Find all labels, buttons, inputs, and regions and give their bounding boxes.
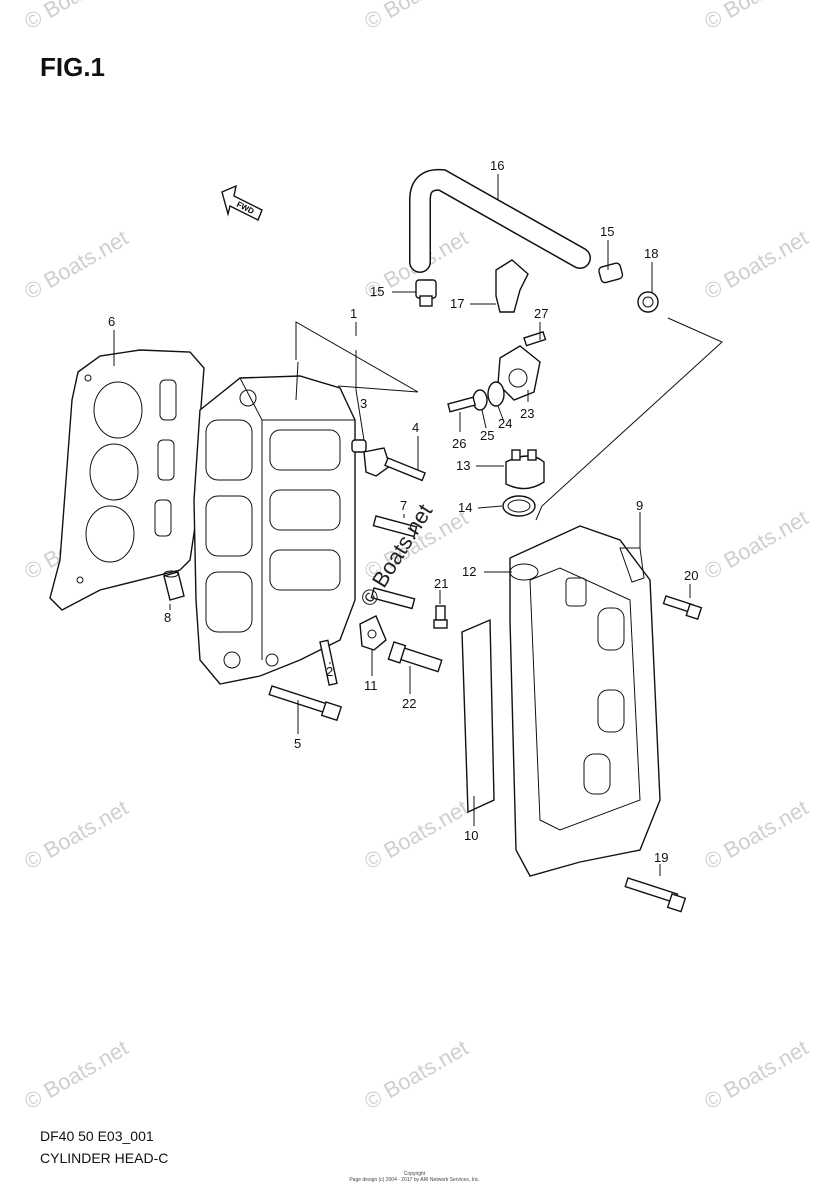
part-11-plate bbox=[359, 615, 387, 651]
callout-19: 19 bbox=[654, 850, 668, 865]
callout-25: 25 bbox=[480, 428, 494, 443]
callout-18: 18 bbox=[644, 246, 658, 261]
part-19-bolt bbox=[624, 877, 687, 913]
copyright-line-2: Page design (c) 2004 - 2017 by ARI Netwo… bbox=[349, 1177, 480, 1183]
part-13-oil-cap bbox=[505, 449, 545, 490]
callout-12: 12 bbox=[462, 564, 476, 579]
callout-21: 21 bbox=[434, 576, 448, 591]
part-4-bracket bbox=[363, 447, 426, 482]
watermark-text: © Boats.net bbox=[700, 795, 812, 874]
callout-10: 10 bbox=[464, 828, 478, 843]
callout-15a: 15 bbox=[370, 284, 384, 299]
part-6-head-gasket bbox=[49, 349, 205, 611]
part-1-cylinder-head bbox=[193, 375, 356, 685]
callout-14: 14 bbox=[458, 500, 472, 515]
callout-27: 27 bbox=[534, 306, 548, 321]
part-26-bolt bbox=[447, 396, 477, 413]
callout-5: 5 bbox=[294, 736, 301, 751]
part-18-clamp bbox=[637, 291, 659, 313]
callout-11: 11 bbox=[364, 678, 378, 693]
watermark-text: © Boats.net bbox=[20, 0, 132, 34]
watermark-text: © Boats.net bbox=[360, 1035, 472, 1114]
callout-17: 17 bbox=[450, 296, 464, 311]
fwd-arrow-icon: FWD bbox=[221, 184, 263, 221]
callout-3: 3 bbox=[360, 396, 367, 411]
figure-title: FIG.1 bbox=[40, 52, 106, 82]
part-8-dowel-pin bbox=[163, 570, 185, 601]
watermark-text: © Boats.net bbox=[20, 1035, 132, 1114]
part-9-head-cover bbox=[509, 525, 661, 877]
leader-lines bbox=[113, 174, 723, 876]
callouts: 1 2 3 4 5 6 7 8 9 10 11 12 13 14 15 15 1… bbox=[108, 158, 698, 865]
part-27-bolt bbox=[523, 330, 547, 347]
part-15-fitting-left bbox=[415, 279, 437, 307]
callout-22: 22 bbox=[402, 696, 416, 711]
watermark-text: © Boats.net bbox=[360, 795, 472, 874]
part-24-o-ring bbox=[487, 381, 505, 407]
watermark-text: © Boats.net bbox=[700, 505, 812, 584]
watermark-text: © Boats.net bbox=[20, 795, 132, 874]
watermark-text: © Boats.net bbox=[700, 225, 812, 304]
callout-24: 24 bbox=[498, 416, 512, 431]
callout-7: 7 bbox=[400, 498, 407, 513]
part-14-o-ring bbox=[502, 495, 536, 517]
part-15-fitting-right bbox=[598, 262, 624, 284]
callout-1: 1 bbox=[350, 306, 357, 321]
callout-23: 23 bbox=[520, 406, 534, 421]
callout-15b: 15 bbox=[600, 224, 614, 239]
part-3-dowel bbox=[351, 439, 367, 453]
watermark-text: © Boats.net bbox=[700, 0, 812, 34]
callout-8: 8 bbox=[164, 610, 171, 625]
part-21-bolt bbox=[433, 605, 448, 629]
watermark-text: © Boats.net bbox=[360, 0, 472, 34]
watermark-text: © Boats.net bbox=[700, 1035, 812, 1114]
part-22-spark-plug bbox=[387, 641, 443, 673]
callout-2: 2 bbox=[326, 664, 333, 679]
part-17-clip bbox=[495, 259, 529, 313]
callout-20: 20 bbox=[684, 568, 698, 583]
part-10-cover-gasket bbox=[461, 618, 495, 814]
callout-9: 9 bbox=[636, 498, 643, 513]
part-16-hose bbox=[409, 168, 591, 273]
copyright-line-1: Copyright bbox=[403, 1171, 426, 1177]
watermark-text: © Boats.net bbox=[20, 225, 132, 304]
part-7-bolt bbox=[370, 515, 418, 610]
figure-name: CYLINDER HEAD-C bbox=[40, 1150, 169, 1166]
callout-13: 13 bbox=[456, 458, 470, 473]
callout-26: 26 bbox=[452, 436, 466, 451]
part-20-bolt bbox=[662, 595, 703, 621]
figure-code: DF40 50 E03_001 bbox=[40, 1128, 154, 1144]
part-25-gasket bbox=[472, 389, 488, 411]
callout-6: 6 bbox=[108, 314, 115, 329]
part-5-bolt bbox=[268, 685, 343, 722]
callout-16: 16 bbox=[490, 158, 504, 173]
part-2-stud bbox=[319, 639, 338, 686]
callout-4: 4 bbox=[412, 420, 419, 435]
copyright: Copyright Page design (c) 2004 - 2017 by… bbox=[0, 1171, 829, 1183]
